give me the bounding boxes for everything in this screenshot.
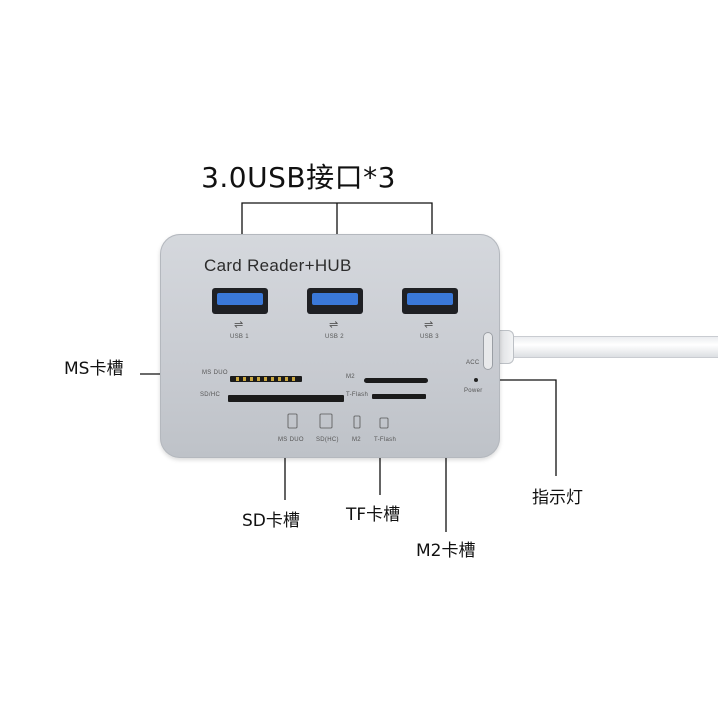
tf-slot [372,394,426,399]
usb-icon: ⇌ [234,319,244,331]
ms-slot-label: MS DUO [202,370,228,376]
ms-duo-card-icon [287,413,298,429]
usb-port-label: USB 1 [230,334,249,340]
card-icon-label: SD(HC) [316,437,339,443]
acc-button [483,332,493,370]
hub-label: Card Reader+HUB [204,256,352,275]
usb-cable [500,336,718,358]
indicator-light-callout: 指示灯 [532,488,583,508]
m2-slot [364,378,428,383]
card-icon-label: MS DUO [278,437,304,443]
sd-slot [228,395,344,402]
card-reader-hub: Card Reader+HUB ⇌ ⇌ ⇌ USB 1 USB 2 USB 3 … [160,234,500,458]
card-icon-label: T-Flash [374,437,397,443]
tf-slot-label: T-Flash [346,392,369,398]
power-led [474,378,478,382]
usb-port-label: USB 3 [420,334,439,340]
card-icon-label: M2 [352,437,361,443]
m2-slot-label: M2 [346,374,355,380]
page-title: 3.0USB接口*3 [201,161,396,194]
usb-port-1 [212,288,268,314]
usb-icon: ⇌ [329,319,339,331]
usb-icon: ⇌ [424,319,434,331]
ms-slot-callout: MS卡槽 [64,359,124,379]
led-callout-line [480,379,557,476]
sd-slot-callout: SD卡槽 [242,511,300,531]
usb-port-label: USB 2 [325,334,344,340]
power-label: Power [464,388,483,394]
tf-card-icon [379,417,389,429]
ms-slot-pins [236,377,295,381]
m2-card-icon [353,415,361,429]
usb-port-2 [307,288,363,314]
usb-port-3 [402,288,458,314]
sd-card-icon [319,413,333,429]
tf-slot-callout: TF卡槽 [346,505,401,525]
card-icons [287,413,389,429]
acc-label: ACC [466,360,480,366]
sd-slot-label: SD/HC [200,392,221,398]
m2-slot-callout: M2卡槽 [416,541,476,561]
